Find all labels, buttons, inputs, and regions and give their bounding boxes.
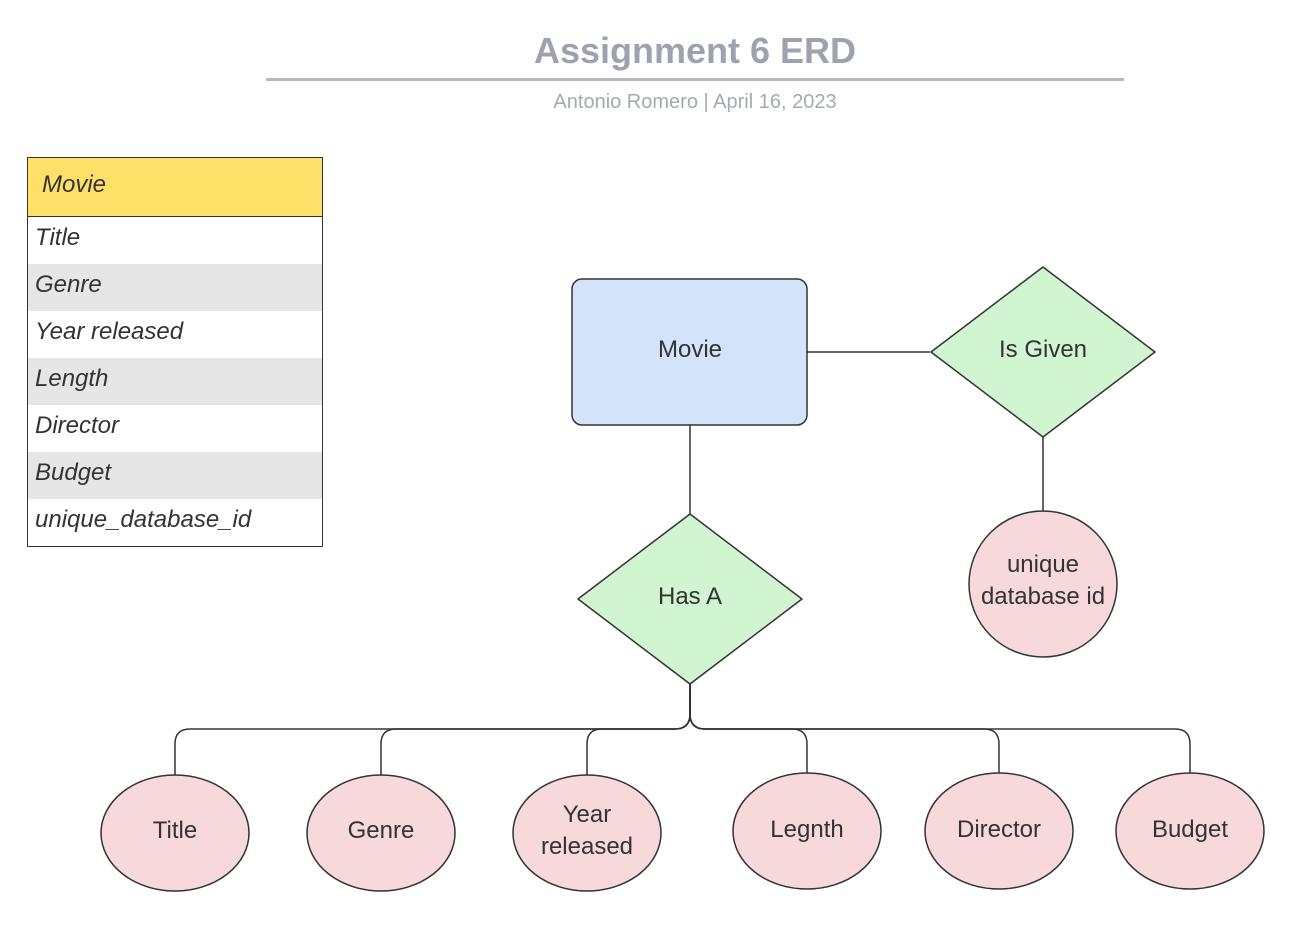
attribute-budget[interactable]: Budget (1115, 772, 1265, 890)
movie-entity-table[interactable]: Movie Title Genre Year released Length D… (27, 157, 323, 547)
attribute-length[interactable]: Legnth (732, 772, 882, 890)
diagram-subtitle: Antonio Romero | April 16, 2023 (553, 91, 837, 113)
attribute-label: Director (957, 816, 1041, 843)
has-a-relationship[interactable]: Has A (577, 513, 803, 685)
attribute-year-released[interactable]: Year released (512, 774, 662, 892)
table-row: Genre (28, 264, 322, 311)
attribute-title[interactable]: Title (100, 774, 250, 892)
attribute-unique-database-id[interactable]: unique database id (968, 510, 1118, 658)
connector-budget (689, 684, 1191, 775)
attribute-genre[interactable]: Genre (306, 774, 456, 892)
attribute-label: database id (981, 583, 1105, 610)
is-given-relationship[interactable]: Is Given (930, 266, 1156, 438)
movie-entity-label: Movie (658, 336, 722, 363)
is-given-label: Is Given (999, 336, 1087, 363)
attribute-label: released (541, 833, 633, 860)
attribute-label: Year (563, 801, 612, 828)
table-header: Movie (28, 158, 322, 217)
has-a-label: Has A (658, 583, 722, 610)
connector-year (586, 684, 691, 775)
attribute-label: Genre (348, 817, 415, 844)
attribute-label: Title (153, 817, 197, 844)
table-row: Title (35, 224, 81, 251)
title-divider (266, 78, 1124, 81)
table-row: Director (35, 412, 120, 439)
attribute-label: Legnth (770, 816, 843, 843)
table-row: Length (28, 358, 322, 405)
attribute-label: unique (1007, 551, 1079, 578)
table-row: unique_database_id (35, 506, 252, 533)
attribute-director[interactable]: Director (924, 772, 1074, 890)
attribute-label: Budget (1152, 816, 1228, 843)
table-row: Budget (28, 452, 322, 499)
diagram-title: Assignment 6 ERD (533, 30, 857, 71)
movie-entity[interactable]: Movie (571, 278, 808, 426)
table-row: Year released (35, 318, 184, 345)
